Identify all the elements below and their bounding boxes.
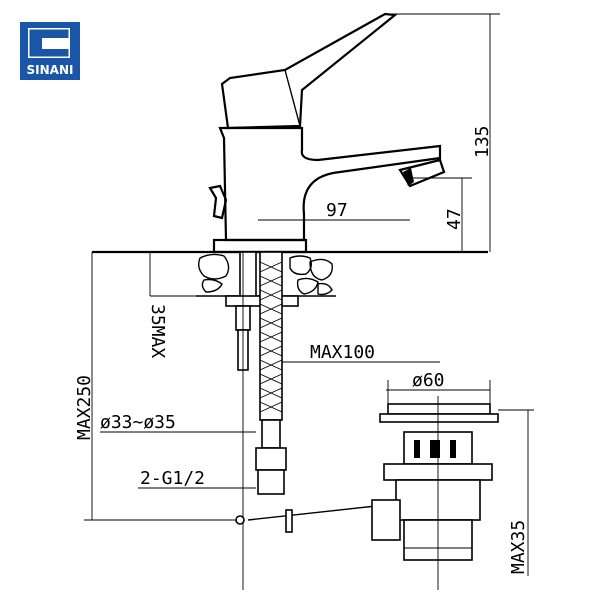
dim-max-250: MAX250	[74, 375, 95, 440]
dim-connection: 2-G1/2	[140, 468, 205, 489]
dim-max-35-drain: MAX35	[508, 520, 529, 574]
dim-spout-height: 47	[444, 208, 465, 230]
dim-max-35-top: 35MAX	[147, 304, 168, 358]
dim-height-total: 135	[472, 125, 493, 158]
dim-max-100: MAX100	[310, 342, 375, 363]
popup-rod	[235, 505, 377, 533]
brand-name: SINANI	[26, 63, 74, 77]
dimension-lines	[84, 13, 534, 576]
dim-hole-diameter: ø33~ø35	[100, 412, 176, 433]
logo-symbol-icon	[28, 28, 70, 58]
countertop	[92, 250, 488, 297]
pop-up-drain	[371, 396, 499, 590]
flexible-hose	[255, 251, 287, 495]
dim-spout-reach: 97	[326, 200, 348, 221]
dim-drain-diameter: ø60	[412, 370, 445, 391]
brand-logo: SINANI	[20, 22, 80, 80]
